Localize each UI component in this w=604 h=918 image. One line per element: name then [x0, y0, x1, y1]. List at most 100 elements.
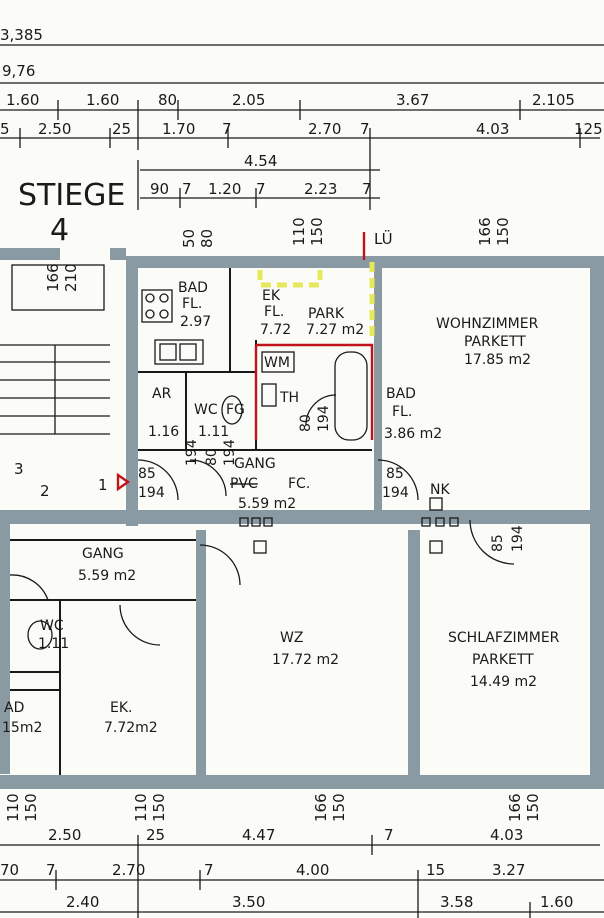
bdim1-2: 4.47: [242, 826, 275, 844]
door-swings: [9, 394, 515, 646]
nk-label: NK: [430, 482, 450, 498]
schlaf-area: 14.49 m2: [470, 674, 537, 690]
win-166: 166: [476, 217, 494, 246]
th-label: TH: [279, 390, 299, 406]
dim-454: 4.54: [244, 152, 277, 170]
dim-overall-b: 9,76: [2, 62, 35, 80]
dim-top2-6: 7: [360, 120, 370, 138]
dim-top2-3: 1.70: [162, 120, 195, 138]
dim-top3-4: 2.23: [304, 180, 337, 198]
bwin-7: 150: [524, 793, 542, 822]
wc-fg-floor: FG: [226, 402, 245, 418]
bdim2-1: 7: [46, 861, 56, 879]
bad-left-name: AD: [4, 700, 24, 716]
toilet-left-icon: [27, 620, 53, 650]
dim-top3-0: 90: [150, 180, 169, 198]
win-80: 80: [198, 229, 216, 248]
stair-steps: [0, 264, 110, 435]
door5-h: 194: [222, 439, 238, 466]
gang-left-name: GANG: [82, 546, 124, 562]
bdim1-4: 4.03: [490, 826, 523, 844]
red-marker-arrow: [116, 472, 131, 492]
stair-label: STIEGE: [18, 178, 125, 213]
bdim3-2: 3.58: [440, 893, 473, 911]
bad-right-floor: FL.: [392, 404, 412, 420]
bwin-1: 150: [22, 793, 40, 822]
bdim3-3: 1.60: [540, 893, 573, 911]
top-windows: 50 80 110 150 166 150 166 210: [44, 217, 512, 292]
wm-label: WM: [264, 355, 290, 371]
bad-right-area: 3.86 m2: [384, 426, 442, 442]
bad-top-name: BAD: [178, 280, 208, 296]
wz-name: WZ: [280, 630, 303, 646]
kitchen-fixtures: [141, 289, 204, 365]
bwin-0: 110: [4, 793, 22, 822]
bdim2-3: 7: [204, 861, 214, 879]
gang-top-floor-old: PVC: [230, 476, 258, 492]
bdim2-2: 2.70: [112, 861, 145, 879]
park-name: PARK: [308, 306, 345, 322]
dim-top1-4: 3.67: [396, 91, 429, 109]
wohn-floor: PARKETT: [464, 334, 526, 350]
washing-machine-box: [261, 351, 295, 373]
dim-top2-2: 25: [112, 120, 131, 138]
win-110: 110: [290, 217, 308, 246]
ek-top-area: 7.72: [260, 322, 291, 338]
dim-top3-5: 7: [362, 180, 372, 198]
door1-w: 85: [138, 466, 156, 482]
yellow-mark-2: [257, 270, 323, 288]
door-labels: 85 194 85 194 194 80 194 80 194 85 194 1…: [14, 405, 526, 552]
bdim1-0: 2.50: [48, 826, 81, 844]
dim-top1-2: 80: [158, 91, 177, 109]
dim-top2-1: 2.50: [38, 120, 71, 138]
ek-top-floor: FL.: [264, 304, 284, 320]
ek-left-name: EK.: [110, 700, 132, 716]
dim-top2-5: 2.70: [308, 120, 341, 138]
bdim1-1: 25: [146, 826, 165, 844]
win-150: 150: [308, 217, 326, 246]
wc-fg-name: WC: [194, 402, 218, 418]
bad-top-area: 2.97: [180, 314, 211, 330]
bwin-4: 166: [312, 793, 330, 822]
park-area: 7.27 m2: [306, 322, 364, 338]
ek-left-area: 7.72m2: [104, 720, 158, 736]
toilet-icon: [221, 395, 243, 425]
schlaf-name: SCHLAFZIMMER: [448, 630, 560, 646]
dim-top2-7: 4.03: [476, 120, 509, 138]
door4-h: 194: [510, 525, 526, 552]
marker-2: 2: [40, 482, 50, 500]
bad-left-area: 15m2: [2, 720, 42, 736]
dim-top3-2: 1.20: [208, 180, 241, 198]
dim-top1-1: 1.60: [86, 91, 119, 109]
door3-w: 85: [386, 466, 404, 482]
bdim2-5: 15: [426, 861, 445, 879]
door2-hh: 194: [316, 405, 332, 432]
win-166b: 166: [44, 263, 62, 292]
bwin-5: 150: [330, 793, 348, 822]
gang-top-name: GANG: [234, 456, 276, 472]
wohn-name: WOHNZIMMER: [436, 316, 539, 332]
wz-area: 17.72 m2: [272, 652, 339, 668]
bathtub-icon: [334, 351, 368, 441]
door2-h: 194: [184, 439, 200, 466]
schlaf-floor: PARKETT: [472, 652, 534, 668]
door1-h: 194: [138, 485, 165, 501]
bdim3-1: 3.50: [232, 893, 265, 911]
bdim2-4: 4.00: [296, 861, 329, 879]
gang-top-area: 5.59 m2: [238, 496, 296, 512]
dim-top1-0: 1.60: [6, 91, 39, 109]
bwin-3: 150: [150, 793, 168, 822]
win-210: 210: [62, 263, 80, 292]
marker-red: 1: [98, 476, 108, 494]
bdim2-0: 70: [0, 861, 19, 879]
wc-fg-area: 1.11: [198, 424, 229, 440]
room-labels: BAD FL. 2.97 EK FL. 7.72 PARK 7.27 m2 WO…: [2, 280, 560, 736]
gang-left-area: 5.59 m2: [78, 568, 136, 584]
bdim1-3: 7: [384, 826, 394, 844]
bottom-windows: 110 150 110 150 166 150 166 150: [4, 793, 542, 822]
dim-top3-3: 7: [256, 180, 266, 198]
vent-squares: [239, 497, 459, 554]
win-150b: 150: [494, 217, 512, 246]
bad-top-floor: FL.: [182, 296, 202, 312]
